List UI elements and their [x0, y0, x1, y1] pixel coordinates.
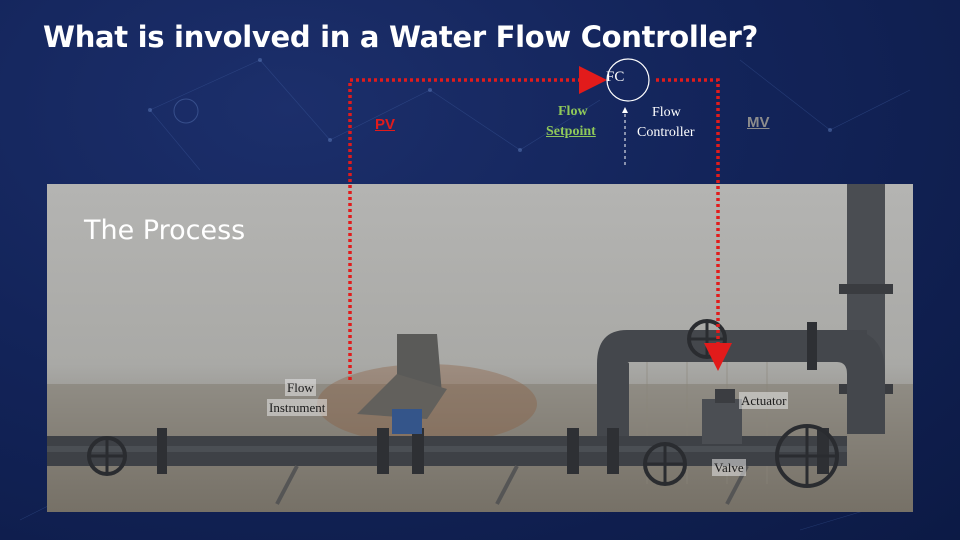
actuator-label: Actuator: [739, 392, 789, 409]
process-title: The Process: [84, 215, 246, 246]
mv-label: MV: [747, 114, 770, 131]
process-photo: The Process: [47, 184, 913, 512]
pv-label: PV: [375, 116, 396, 133]
slide-title: What is involved in a Water Flow Control…: [43, 20, 759, 54]
setpoint-label-line1: Flow: [558, 104, 588, 119]
valve-label: Valve: [712, 459, 746, 476]
controller-name-line1: Flow: [652, 105, 681, 120]
flow-instrument-label-line1: Flow: [285, 379, 316, 396]
flow-instrument-label-line2: Instrument: [267, 399, 328, 416]
setpoint-label-line2: Setpoint: [546, 124, 596, 139]
fc-symbol: FC: [606, 69, 625, 85]
piping-illustration: [47, 184, 913, 512]
controller-name-line2: Controller: [637, 125, 695, 140]
